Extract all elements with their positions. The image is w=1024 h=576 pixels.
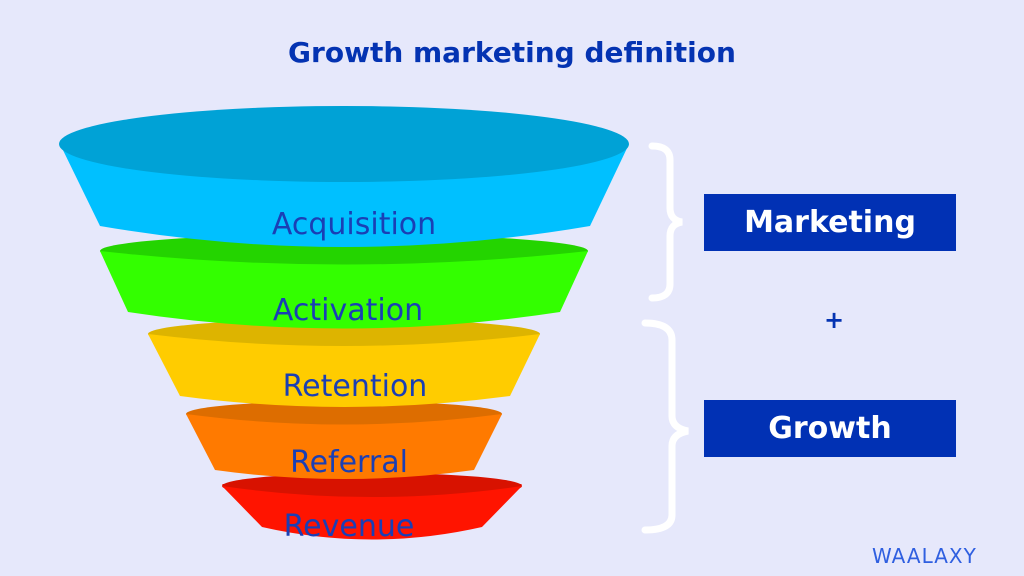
funnel-label-acquisition: Acquisition [272,207,436,242]
brand-logo: WAALAXY [872,544,977,568]
brace-bottom-icon [641,319,689,534]
funnel-label-referral: Referral [290,445,408,480]
marketing-label: Marketing [744,205,916,240]
funnel-layer-acquisition: Acquisition [59,106,629,247]
funnel-layer-activation: Activation [100,234,588,329]
funnel-label-activation: Activation [273,293,423,328]
growth-box: Growth [704,400,956,457]
funnel-layer-referral: Referral [186,401,502,480]
page-title: Growth marketing definition [288,36,736,69]
funnel-layer-revenue: Revenue [222,473,522,544]
marketing-box: Marketing [704,194,956,251]
growth-label: Growth [768,411,892,446]
funnel-label-retention: Retention [283,369,428,404]
funnel-label-revenue: Revenue [284,509,415,544]
funnel-layer-retention: Retention [148,319,540,407]
brace-top-icon [648,142,683,302]
plus-sign: + [824,306,845,334]
